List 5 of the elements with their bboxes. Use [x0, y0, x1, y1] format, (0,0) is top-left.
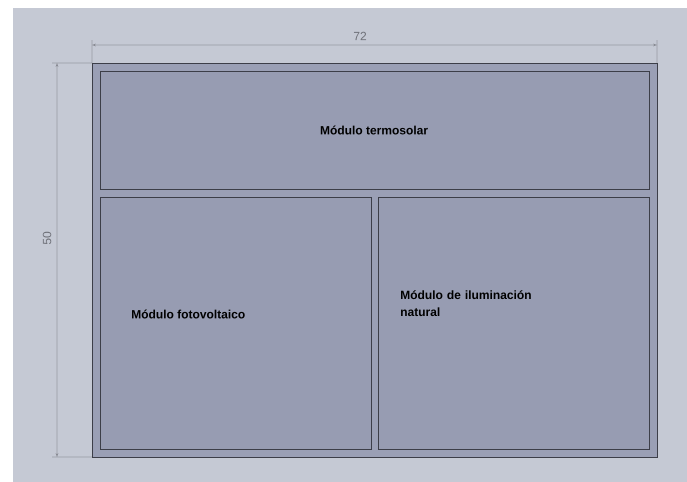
dimension-label: 72: [354, 32, 366, 40]
module-box: Módulo de iluminación natural: [378, 197, 650, 450]
module-box: Módulo termosolar: [100, 71, 650, 190]
module-box: Módulo fotovoltaico: [100, 197, 372, 450]
dimension-label: 50: [42, 232, 52, 244]
